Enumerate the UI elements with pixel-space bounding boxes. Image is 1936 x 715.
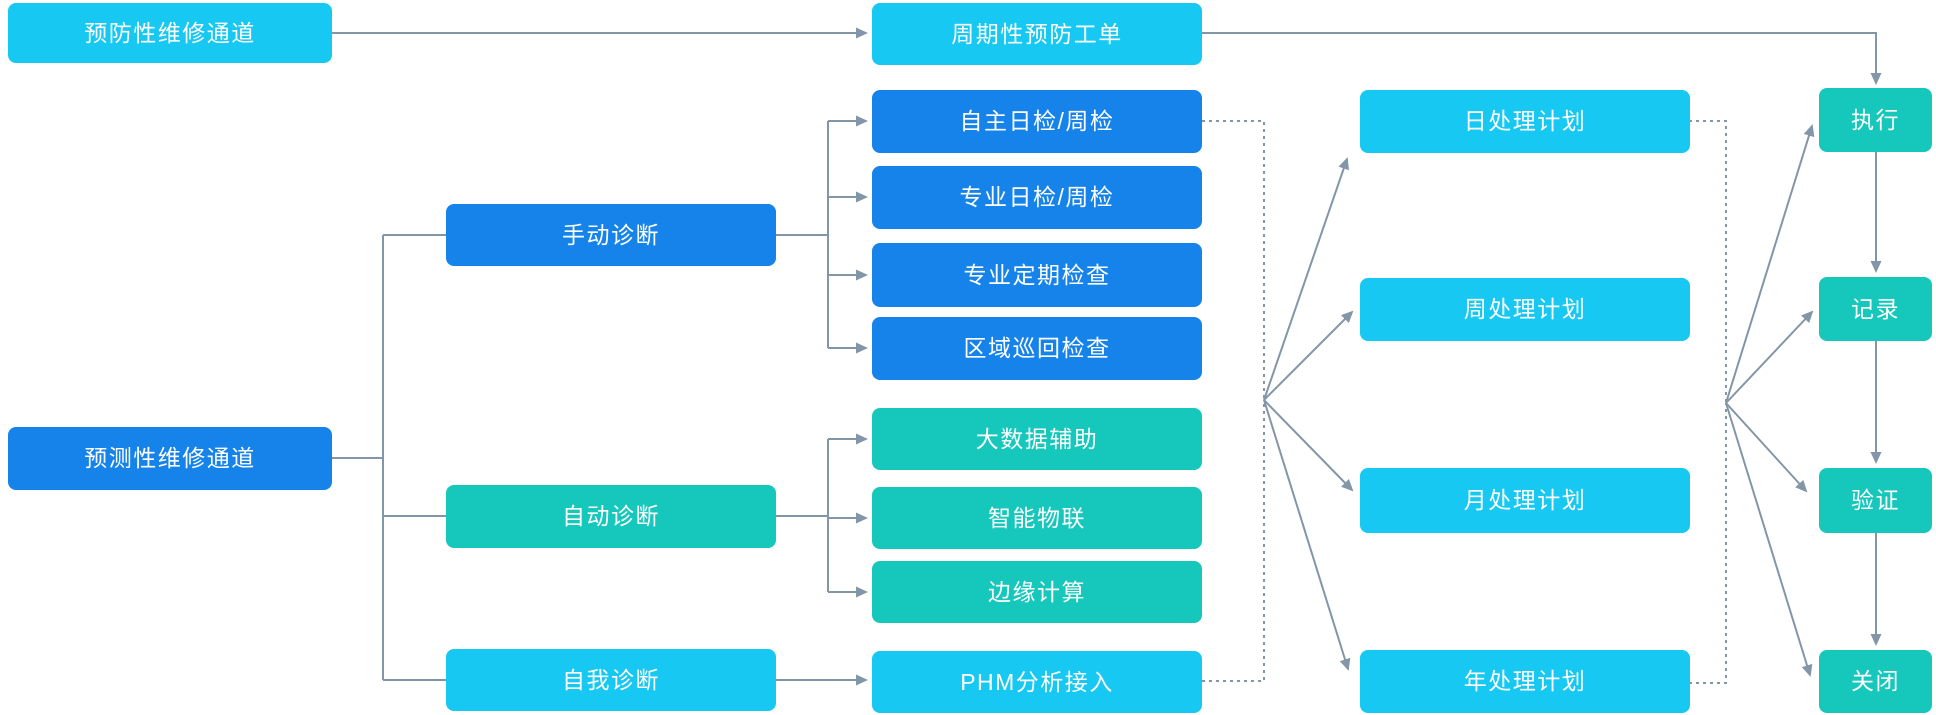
- node-label: 预测性维修通道: [84, 445, 256, 471]
- node-label: 记录: [1851, 295, 1900, 322]
- edge-plan-hub-to-daily-plan: [1263, 157, 1349, 401]
- edge-plan-hub-to-weekly-plan: [1263, 310, 1354, 401]
- node-label: 专业日检/周检: [959, 184, 1115, 210]
- node-label: 专业定期检查: [963, 261, 1111, 288]
- node-close: 关闭: [1819, 650, 1932, 713]
- node-yearly-plan: 年处理计划: [1360, 650, 1690, 713]
- edge-periodic-order-to-execute: [1202, 32, 1882, 85]
- node-label: 区域巡回检查: [963, 335, 1111, 361]
- edge-action-hub-to-execute: [1725, 124, 1815, 404]
- edge-group: [332, 27, 1882, 686]
- node-manual-diagnosis: 手动诊断: [446, 204, 776, 266]
- node-execute: 执行: [1819, 88, 1932, 152]
- node-self-daily-weekly-inspection: 自主日检/周检: [872, 90, 1202, 153]
- node-daily-plan: 日处理计划: [1360, 90, 1690, 153]
- node-label: 自我诊断: [562, 666, 660, 693]
- edge-phm-to-plan-hub: [1202, 400, 1265, 682]
- node-label: 预防性维修通道: [84, 19, 256, 46]
- edge-action-hub-to-verify: [1725, 402, 1808, 493]
- node-periodic-prevention-order: 周期性预防工单: [872, 3, 1202, 65]
- node-label: 年处理计划: [1463, 668, 1587, 694]
- node-area-patrol-check: 区域巡回检查: [872, 317, 1202, 380]
- edge-daily-plan-to-action-hub: [1689, 120, 1727, 403]
- node-label: 自动诊断: [562, 503, 660, 529]
- node-pro-daily-weekly-inspection: 专业日检/周检: [872, 166, 1202, 229]
- node-verify: 验证: [1819, 468, 1932, 533]
- node-label: 日处理计划: [1463, 108, 1587, 134]
- node-label: 智能物联: [988, 504, 1086, 531]
- node-weekly-plan: 周处理计划: [1360, 278, 1690, 341]
- node-label: PHM分析接入: [960, 668, 1114, 695]
- edge-self-daily-to-plan-hub: [1202, 120, 1265, 400]
- node-label: 周期性预防工单: [951, 20, 1123, 47]
- node-predictive-channel: 预测性维修通道: [8, 427, 332, 490]
- node-intelligent-iot: 智能物联: [872, 487, 1202, 549]
- node-phm-analysis-access: PHM分析接入: [872, 651, 1202, 713]
- node-label: 执行: [1851, 106, 1900, 133]
- node-preventive-channel: 预防性维修通道: [8, 3, 332, 63]
- node-label: 月处理计划: [1463, 487, 1587, 513]
- node-self-diagnosis: 自我诊断: [446, 649, 776, 711]
- node-label: 关闭: [1851, 668, 1900, 694]
- node-label: 验证: [1851, 487, 1900, 513]
- node-big-data-assist: 大数据辅助: [872, 408, 1202, 470]
- edge-action-hub-to-close: [1725, 402, 1813, 677]
- edge-yearly-plan-to-action-hub: [1689, 403, 1727, 684]
- edge-plan-hub-to-monthly-plan: [1263, 399, 1354, 492]
- node-record: 记录: [1819, 277, 1932, 341]
- node-label: 周处理计划: [1463, 296, 1587, 322]
- node-label: 手动诊断: [562, 221, 660, 248]
- node-auto-diagnosis: 自动诊断: [446, 485, 776, 548]
- edge-action-hub-to-record: [1725, 310, 1814, 404]
- node-monthly-plan: 月处理计划: [1360, 468, 1690, 533]
- node-label: 自主日检/周检: [959, 108, 1115, 134]
- node-pro-periodic-check: 专业定期检查: [872, 243, 1202, 307]
- node-label: 边缘计算: [988, 578, 1086, 605]
- node-label: 大数据辅助: [975, 425, 1099, 452]
- node-edge-computing: 边缘计算: [872, 561, 1202, 623]
- edge-plan-hub-to-yearly-plan: [1263, 399, 1351, 671]
